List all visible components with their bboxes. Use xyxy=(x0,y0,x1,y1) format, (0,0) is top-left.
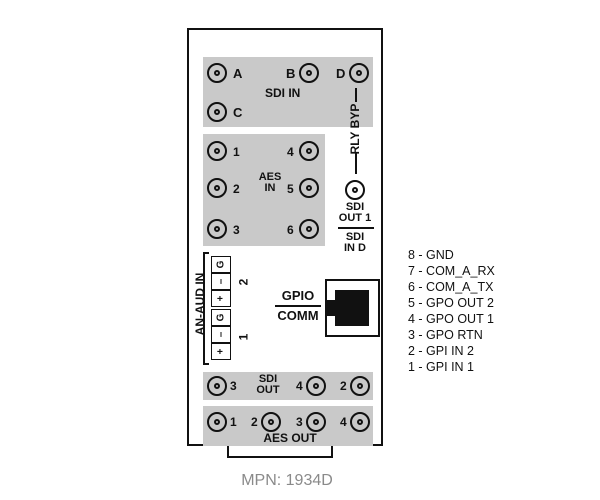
sdi-in-d-label: D xyxy=(336,66,346,81)
sdi-out-2-label: 2 xyxy=(340,379,347,393)
aes-in-6-connector xyxy=(299,219,319,239)
sdi-out-2-connector xyxy=(350,376,370,396)
sdi-out-title-line1: SDI xyxy=(258,373,278,385)
an-aud-terminal-g2: G xyxy=(211,256,231,273)
an-aud-terminal-plus1: + xyxy=(211,343,231,360)
sdi-in-c-connector xyxy=(207,102,227,122)
relay-bypass-label: RLY BYP xyxy=(348,103,362,155)
an-aud-terminal-g1: G xyxy=(211,309,231,326)
gpio-rj45-jack xyxy=(325,279,380,337)
sdi-out-region xyxy=(203,372,373,400)
aes-in-2-connector xyxy=(207,178,227,198)
sdi-out-3-label: 3 xyxy=(230,379,237,393)
an-aud-bracket-bottom xyxy=(203,363,209,365)
aes-out-region xyxy=(203,406,373,446)
an-aud-terminal-minus1: – xyxy=(211,326,231,343)
sdi-in-d-label-line1: SDI xyxy=(345,231,365,243)
sdi-out1-label-line1: SDI xyxy=(345,201,365,213)
aes-in-4-label: 4 xyxy=(287,145,294,159)
aes-in-6-label: 6 xyxy=(287,223,294,237)
sdi-in-d-connector xyxy=(349,63,369,83)
aes-out-3-label: 3 xyxy=(296,415,303,429)
sdi-out1-label-line2: OUT 1 xyxy=(338,212,372,224)
pinout-line-1: 1 - GPI IN 1 xyxy=(408,360,474,374)
sdi-out-4-connector xyxy=(306,376,326,396)
aes-out-2-connector xyxy=(261,412,281,432)
sdi-out-3-connector xyxy=(207,376,227,396)
sdi-out-4-label: 4 xyxy=(296,379,303,393)
sdi-out-title-line2: OUT xyxy=(256,384,280,396)
sdi-in-a-connector xyxy=(207,63,227,83)
aes-in-3-connector xyxy=(207,219,227,239)
relay-bypass-line-top xyxy=(355,88,357,102)
aes-in-2-label: 2 xyxy=(233,182,240,196)
sdi-in-c-label: C xyxy=(233,105,243,120)
aes-out-4-connector xyxy=(350,412,370,432)
sdi-in-region xyxy=(203,57,373,127)
sdi-in-d-label-line2: IN D xyxy=(344,242,366,254)
aes-in-4-connector xyxy=(299,141,319,161)
pinout-line-2: 2 - GPI IN 2 xyxy=(408,344,474,358)
an-aud-group-2-label: 2 xyxy=(236,278,251,286)
an-aud-bracket-line xyxy=(203,252,205,364)
aes-in-title-line1: AES xyxy=(258,171,282,183)
an-aud-terminal-plus2: + xyxy=(211,290,231,307)
aes-in-1-connector xyxy=(207,141,227,161)
an-aud-group-1-label: 1 xyxy=(236,333,251,341)
sdi-in-title: SDI IN xyxy=(265,86,301,100)
aes-in-5-connector xyxy=(299,178,319,198)
an-aud-terminal-minus2: – xyxy=(211,273,231,290)
mpn-caption: MPN: 1934D xyxy=(241,472,333,489)
aes-out-title: AES OUT xyxy=(263,431,317,445)
aes-out-3-connector xyxy=(306,412,326,432)
aes-in-1-label: 1 xyxy=(233,145,240,159)
an-aud-bracket-top xyxy=(203,252,209,254)
aes-out-4-label: 4 xyxy=(340,415,347,429)
pinout-line-4: 4 - GPO OUT 1 xyxy=(408,312,494,326)
sdi-out1-connector xyxy=(345,180,365,200)
aes-out-2-label: 2 xyxy=(251,415,258,429)
aes-in-5-label: 5 xyxy=(287,182,294,196)
sdi-divider xyxy=(338,227,374,229)
gpio-subtitle: COMM xyxy=(277,308,319,323)
rj45-port xyxy=(335,290,369,326)
aes-in-3-label: 3 xyxy=(233,223,240,237)
aes-out-1-label: 1 xyxy=(230,415,237,429)
gpio-divider xyxy=(275,305,321,307)
pinout-line-8: 8 - GND xyxy=(408,248,454,262)
aes-in-title-line2: IN xyxy=(264,182,276,194)
an-aud-in-label: AN-AUD IN xyxy=(193,272,207,336)
relay-bypass-line-bottom xyxy=(355,152,357,174)
pinout-line-5: 5 - GPO OUT 2 xyxy=(408,296,494,310)
pinout-line-6: 6 - COM_A_TX xyxy=(408,280,494,294)
pinout-line-7: 7 - COM_A_RX xyxy=(408,264,495,278)
sdi-in-b-label: B xyxy=(286,66,296,81)
aes-out-1-connector xyxy=(207,412,227,432)
gpio-title: GPIO xyxy=(281,288,315,303)
sdi-in-b-connector xyxy=(299,63,319,83)
rj45-latch xyxy=(327,300,335,316)
panel-foot xyxy=(227,446,333,458)
pinout-line-3: 3 - GPO RTN xyxy=(408,328,483,342)
sdi-in-a-label: A xyxy=(233,66,243,81)
